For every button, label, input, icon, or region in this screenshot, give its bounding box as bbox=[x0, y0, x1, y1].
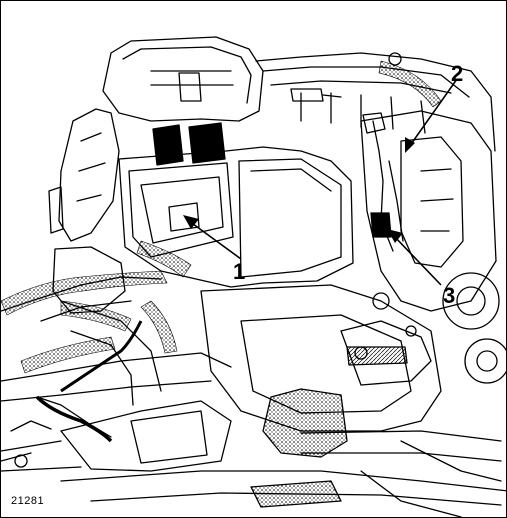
leader-3 bbox=[392, 234, 442, 286]
arrow-heads bbox=[183, 137, 415, 243]
callout-leaders bbox=[188, 78, 458, 286]
figure-code: 21281 bbox=[11, 495, 45, 507]
leader-1 bbox=[188, 220, 242, 260]
arrow-head-icon bbox=[183, 215, 199, 229]
arrow-head-icon bbox=[387, 229, 403, 243]
arrow-head-icon bbox=[405, 137, 415, 153]
engine-top-cover bbox=[102, 36, 264, 122]
leader-2 bbox=[408, 78, 458, 148]
callout-1: 1 bbox=[233, 259, 245, 284]
harness-sleeves bbox=[1, 60, 442, 374]
callout-2: 2 bbox=[451, 61, 463, 86]
callout-3: 3 bbox=[443, 283, 455, 308]
